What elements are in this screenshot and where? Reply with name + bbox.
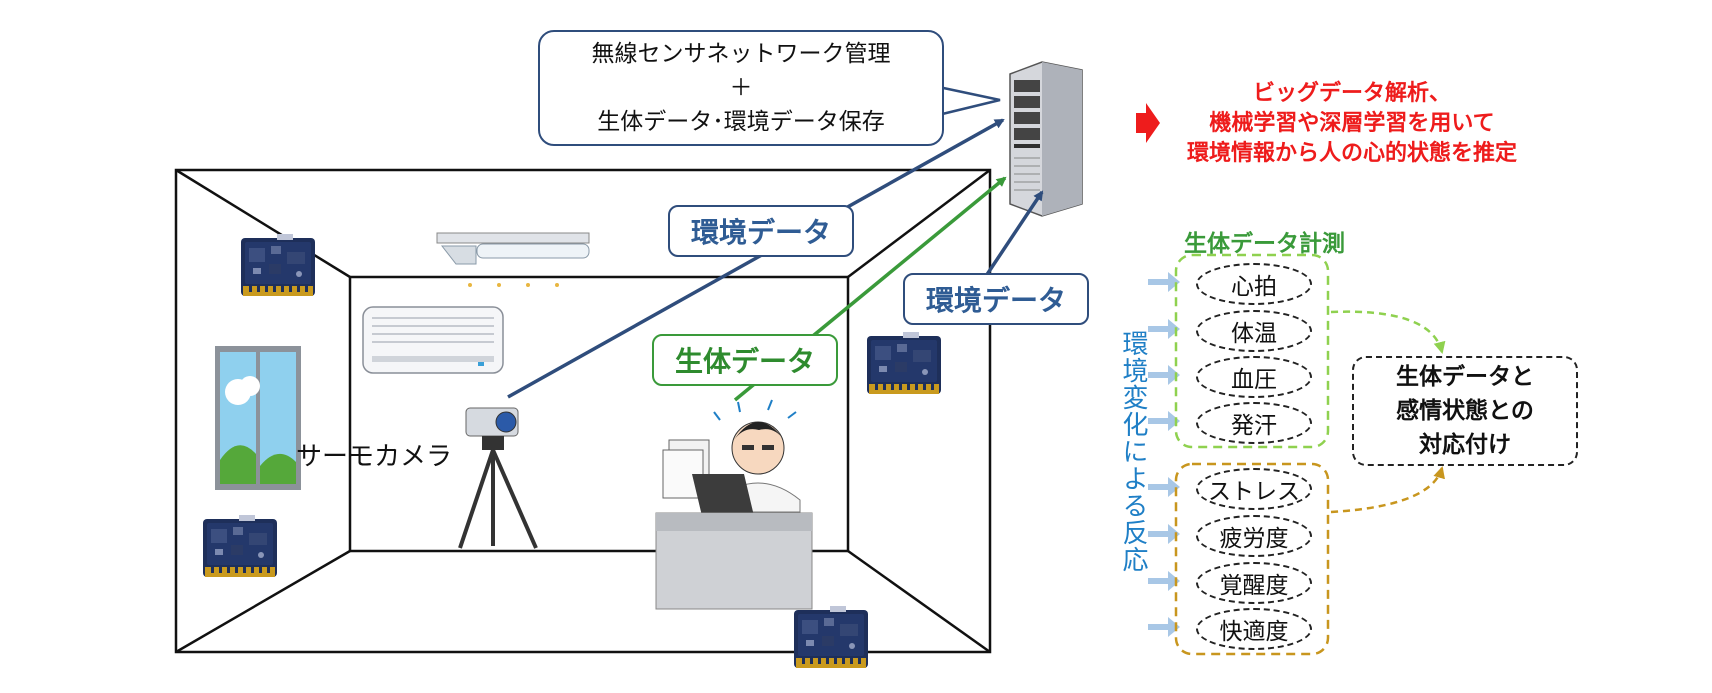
server-icon	[1009, 61, 1083, 217]
mapping-line: 対応付け	[1419, 432, 1511, 458]
red-arrow-icon	[1136, 103, 1160, 143]
env-to-mapping-arrow	[1330, 466, 1445, 514]
input-arrows	[1148, 272, 1180, 637]
mapping-line: 感情状態との	[1396, 398, 1534, 424]
callout-line: 無線センサネットワーク管理	[591, 41, 891, 67]
analysis-line: 機械学習や深層学習を用いて	[1209, 111, 1495, 136]
callout-plus: ＋	[729, 75, 753, 101]
analysis-line: ビッグデータ解析、	[1252, 81, 1451, 106]
env-arrow-camera	[507, 118, 1005, 399]
bio-item-oval: 心拍	[1196, 263, 1312, 305]
bio-item-oval: 発汗	[1196, 402, 1312, 444]
callout-line: 生体データ･環境データ保存	[597, 109, 885, 135]
room-outline	[174, 168, 992, 654]
analysis-text: ビッグデータ解析、 機械学習や深層学習を用いて 環境情報から人の心的状態を推定	[1152, 79, 1552, 169]
analysis-line: 環境情報から人の心的状態を推定	[1186, 141, 1517, 166]
reaction-item-oval: 疲労度	[1196, 515, 1312, 557]
reaction-item-oval: 快適度	[1196, 608, 1312, 650]
sensor-board-icon	[241, 234, 315, 296]
sensor-board-icon	[867, 332, 941, 394]
bio-measure-group	[1174, 253, 1330, 449]
office-worker-icon	[655, 399, 813, 610]
air-conditioner-icon	[362, 306, 504, 374]
bio-to-mapping-arrow	[1330, 310, 1446, 354]
mapping-line: 生体データと	[1396, 364, 1534, 390]
sensor-board-icon	[794, 606, 868, 668]
env-data-label: 環境データ	[903, 273, 1089, 325]
thermo-camera-icon	[458, 407, 538, 549]
sensor-board-icon	[203, 515, 277, 577]
bio-item-oval: 体温	[1196, 310, 1312, 352]
bio-data-label: 生体データ	[652, 334, 838, 386]
reaction-item-oval: 覚醒度	[1196, 562, 1312, 604]
env-reaction-group	[1174, 462, 1330, 656]
bio-measure-title: 生体データ計測	[1184, 231, 1345, 257]
wsn-management-callout: 無線センサネットワーク管理 ＋ 生体データ･環境データ保存	[538, 30, 944, 146]
reaction-item-oval: ストレス	[1196, 468, 1312, 510]
env-reaction-vertical-label: 環境変化による反応	[1118, 330, 1148, 573]
emotion-mapping-box: 生体データと 感情状態との 対応付け	[1352, 356, 1578, 466]
env-data-label: 環境データ	[668, 205, 854, 257]
thermo-camera-label: サーモカメラ	[296, 442, 453, 472]
env-arrow-sensor	[980, 190, 1044, 283]
window-icon	[215, 346, 301, 490]
ceiling-light-icon	[436, 232, 590, 287]
bio-item-oval: 血圧	[1196, 356, 1312, 398]
